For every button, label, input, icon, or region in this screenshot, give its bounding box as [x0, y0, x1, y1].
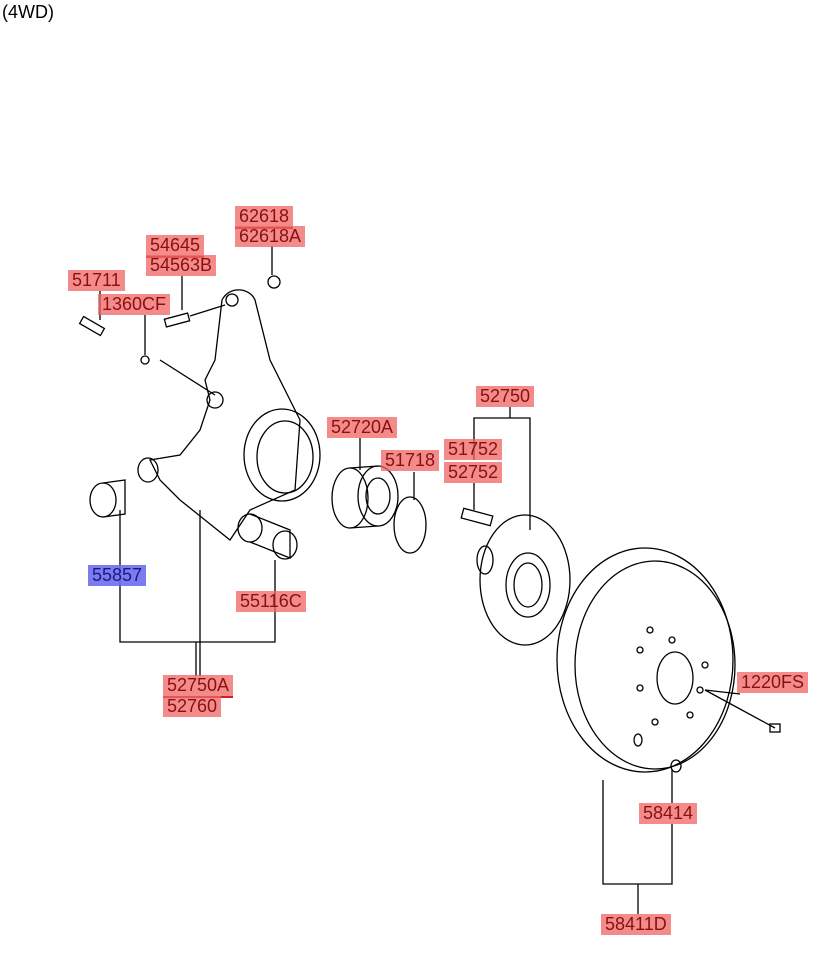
part-label-58414[interactable]: 58414	[639, 803, 698, 824]
bearing-part	[331, 465, 399, 529]
snap-ring-part	[393, 496, 427, 554]
part-label-58411D[interactable]: 58411D	[601, 914, 671, 935]
part-label-52750A[interactable]: 52750A	[163, 675, 234, 698]
part-label-51718[interactable]: 51718	[381, 450, 440, 471]
part-label-52752[interactable]: 52752	[444, 462, 503, 483]
knuckle-part	[149, 289, 321, 541]
part-label-62618A[interactable]: 62618A	[235, 226, 306, 247]
hub-part	[476, 514, 571, 646]
part-label-52760[interactable]: 52760	[163, 696, 222, 717]
part-label-51752[interactable]: 51752	[444, 439, 503, 460]
part-label-52750[interactable]: 52750	[476, 386, 535, 407]
fastener-parts	[78, 275, 781, 733]
part-label-55857[interactable]: 55857	[88, 565, 147, 586]
part-label-52720A[interactable]: 52720A	[327, 417, 398, 438]
part-label-55116C[interactable]: 55116C	[236, 591, 306, 612]
part-label-1220FS[interactable]: 1220FS	[737, 672, 809, 693]
diagram-caption: (4WD)	[2, 2, 54, 22]
part-label-54563B[interactable]: 54563B	[146, 255, 217, 276]
part-label-1360CF[interactable]: 1360CF	[98, 294, 171, 315]
brake-disc-part	[556, 547, 736, 773]
hub-bolt-part	[460, 507, 494, 527]
part-label-51711[interactable]: 51711	[68, 270, 125, 291]
bushing-parts	[89, 457, 298, 560]
